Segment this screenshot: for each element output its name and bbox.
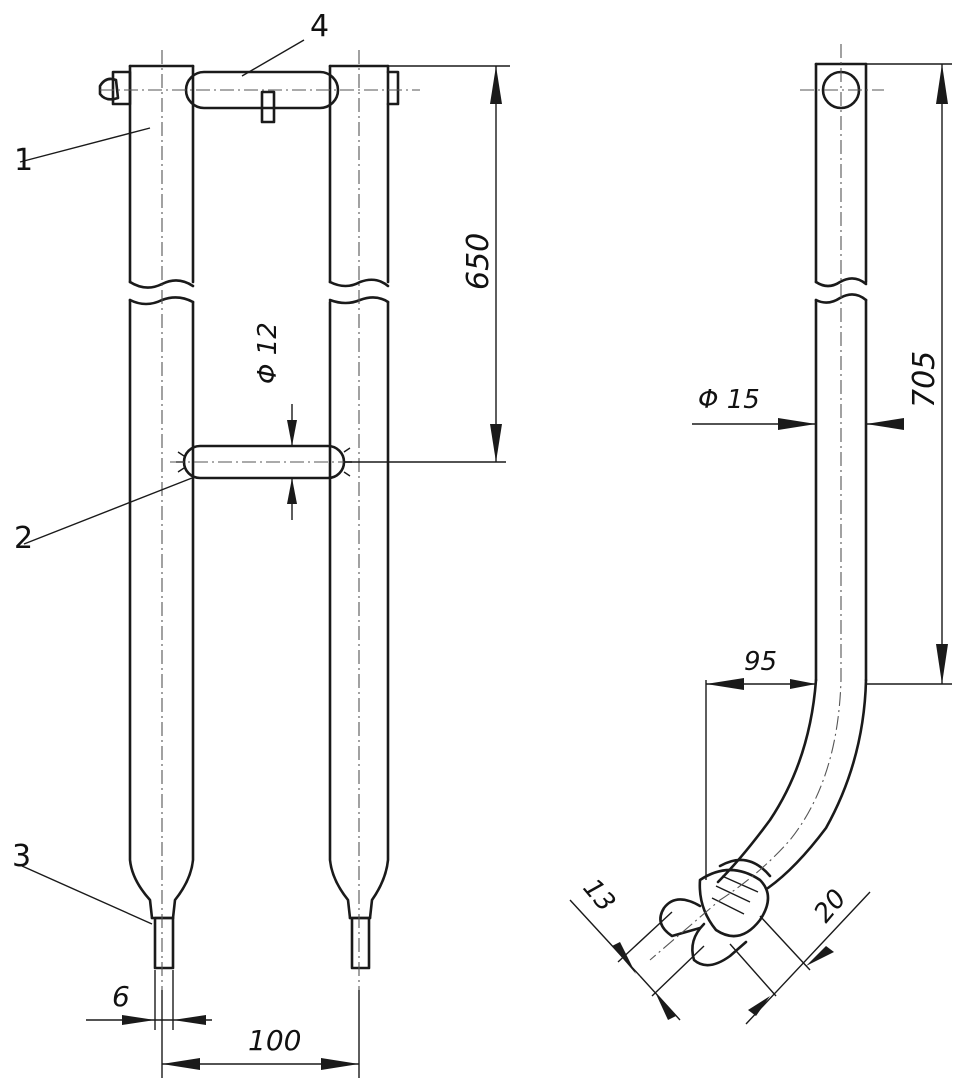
dim-dia12 [287,404,297,520]
leader-part1 [19,127,151,163]
part-label-1: 1 [14,143,33,178]
right-tube [328,64,390,970]
part-label-3: 3 [12,839,31,874]
axle-pin [260,90,276,124]
dim-95 [705,678,816,880]
leader-part3 [21,865,153,925]
dim-705 [866,63,952,685]
dim-text-6: 6 [112,980,130,1013]
part-label-4: 4 [310,9,329,44]
dim-20 [729,891,871,1025]
fork-front-view [19,39,510,1078]
leader-part2 [23,477,193,545]
dim-text-13: 13 [577,873,621,918]
part-label-2: 2 [14,521,33,556]
dim-text-20: 20 [808,884,852,929]
top-axle [98,70,400,124]
fork-side-view [569,44,952,1025]
dim-650 [344,65,510,463]
leader-part4 [241,39,305,77]
right-tip-pin [350,916,371,970]
dim-text-dia15: Φ 15 [698,385,760,415]
dim-text-100: 100 [248,1024,301,1057]
left-tip-pin [153,916,175,970]
dim-text-650: 650 [461,233,496,290]
dim-text-dia12: Φ 12 [253,322,283,384]
dim-6 [86,970,212,1030]
dim-text-705: 705 [907,351,942,408]
dim-100 [161,990,360,1078]
dim-dia15 [692,418,904,430]
dim-text-95: 95 [744,647,777,677]
dim-13 [569,899,705,1021]
